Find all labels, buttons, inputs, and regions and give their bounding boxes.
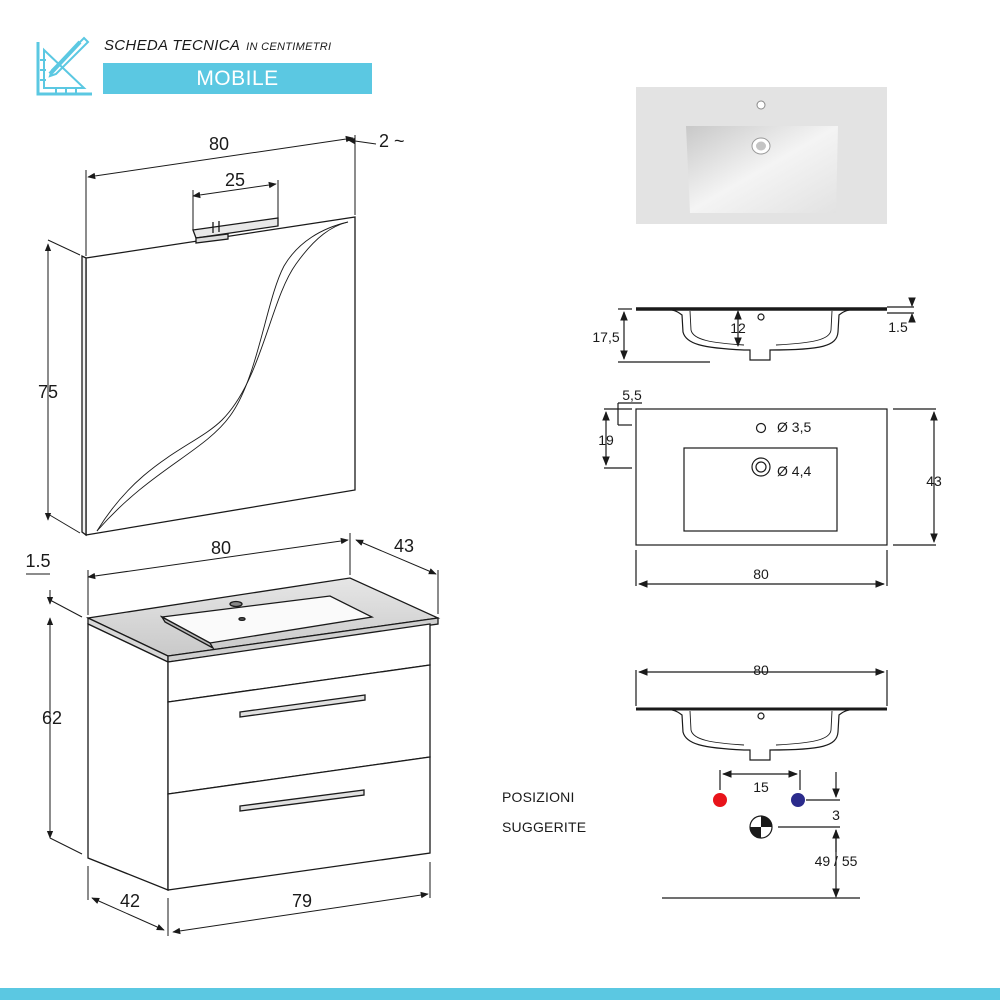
ruler-pencil-icon [36,36,92,96]
rim-thickness-label: 1.5 [888,319,908,335]
plan-depth-label: 43 [926,473,942,489]
mirror-dimensions [44,135,377,534]
mirror [81,216,356,537]
plan-offset-y-label: 19 [598,432,614,448]
install-section [635,668,888,899]
hot-water-marker [713,793,727,807]
install-width-label: 80 [753,662,769,678]
mirror-height-label: 75 [38,382,58,402]
height-range-label: 49 / 55 [815,853,858,869]
suggerite-label: SUGGERITE [502,819,587,835]
basin-plan [602,402,938,588]
top-width-label: 80 [211,538,231,558]
cold-water-marker [791,793,805,807]
subtitle-text: IN CENTIMETRI [246,41,332,53]
basin-photo [636,87,887,224]
mirror-width-label: 80 [209,134,229,154]
tap-hole-label: Ø 3,5 [777,419,811,435]
top-depth-label: 43 [394,536,414,556]
top-thickness-label: 1.5 [25,551,50,571]
drain-marker [749,815,773,839]
posizioni-label: POSIZIONI [502,789,575,805]
section-banner: MOBILE [103,63,372,94]
basin-section [618,297,916,363]
title-text: SCHEDA TECNICA [104,37,241,54]
cabinet-height-label: 62 [42,708,62,728]
tap-spacing-label: 15 [753,779,769,795]
plan-width-label: 80 [753,566,769,582]
section-height-label: 17,5 [592,329,619,345]
lamp-width-label: 25 [225,170,245,190]
spacing-v-label: 3 [832,807,840,823]
bottom-accent-bar [0,988,1000,1000]
header-title: SCHEDA TECNICA IN CENTIMETRI [104,37,331,54]
vanity-cabinet [85,577,441,891]
cabinet-dimensions [26,533,439,936]
lamp [192,217,279,244]
base-depth-label: 42 [120,891,140,911]
mirror-depth-label: 2 ~ [379,131,405,151]
bowl-depth-label: 12 [730,320,746,336]
drain-hole-label: Ø 4,4 [777,463,811,479]
plan-offset-x-label: 5,5 [622,387,642,403]
base-width-label: 79 [292,891,312,911]
